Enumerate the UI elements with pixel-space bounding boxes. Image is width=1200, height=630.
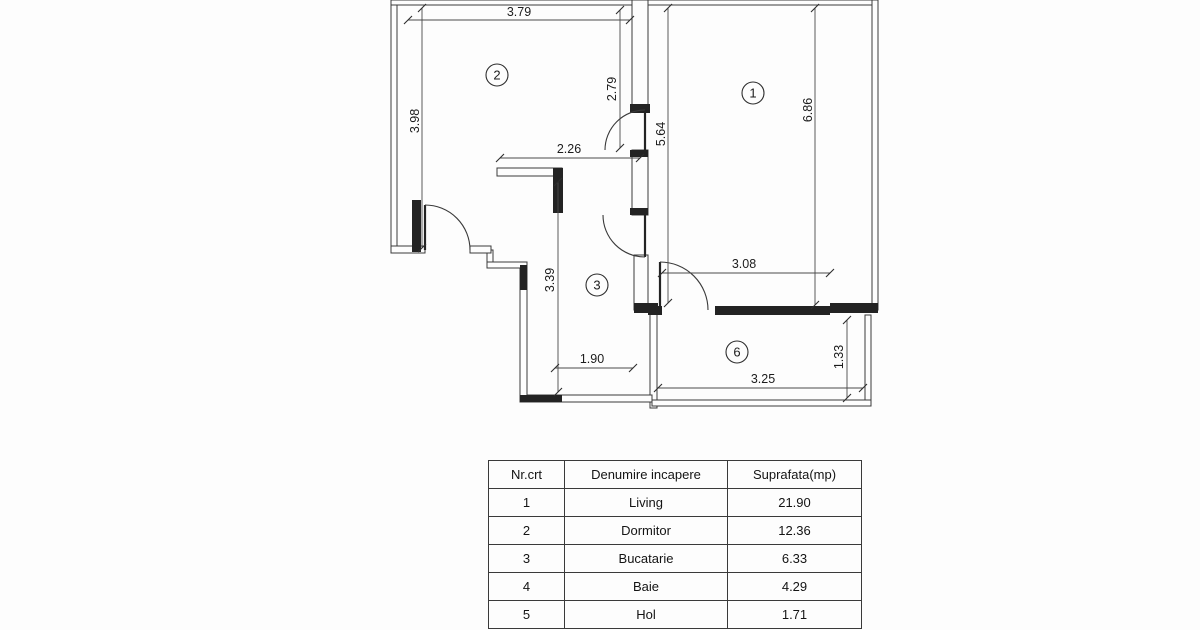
- cell-nr: 5: [488, 600, 565, 629]
- dim-label-room1-right: 6.86: [801, 98, 815, 122]
- cell-nr: 2: [488, 516, 565, 545]
- cell-area: 6.33: [727, 544, 862, 573]
- cell-area: 4.29: [727, 572, 862, 601]
- cell-area: 1.71: [727, 600, 862, 629]
- dim-label-room1-opening: 3.08: [732, 257, 756, 271]
- col-header-area: Suprafata(mp): [727, 460, 862, 489]
- dim-label-room2-top: 3.79: [507, 5, 531, 19]
- cell-name: Bucatarie: [564, 544, 728, 573]
- room-marker-1: 1: [741, 81, 765, 105]
- table-row: 2 Dormitor 12.36: [488, 516, 862, 545]
- dim-label-room2-right: 2.79: [605, 77, 619, 101]
- dim-label-hall-top: 2.26: [557, 142, 581, 156]
- dim-label-room3-bottom: 1.90: [580, 352, 604, 366]
- room-number-3: 3: [593, 278, 600, 293]
- walls: [390, 0, 879, 409]
- dim-label-room6-bottom: 3.25: [751, 372, 775, 386]
- table-row: 4 Baie 4.29: [488, 572, 862, 601]
- cell-name: Hol: [564, 600, 728, 629]
- room-number-1: 1: [749, 86, 756, 101]
- table-row: 3 Bucatarie 6.33: [488, 544, 862, 573]
- room-table: Nr.crt Denumire incapere Suprafata(mp) 1…: [488, 460, 862, 629]
- room-marker-3: 3: [585, 273, 609, 297]
- room-markers: 2 1 3 6: [485, 63, 765, 364]
- room-marker-6: 6: [725, 340, 749, 364]
- table-row: 5 Hol 1.71: [488, 600, 862, 629]
- table-row: 1 Living 21.90: [488, 488, 862, 517]
- room-marker-2: 2: [485, 63, 509, 87]
- cell-area: 21.90: [727, 488, 862, 517]
- dimension-labels: 3.79 3.98 2.79 2.26 5.64 6.86 3.08 3.39 …: [408, 5, 846, 386]
- cell-area: 12.36: [727, 516, 862, 545]
- cell-nr: 4: [488, 572, 565, 601]
- floor-plan: 3.79 3.98 2.79 2.26 5.64 6.86 3.08 3.39 …: [385, 0, 885, 430]
- table-header-row: Nr.crt Denumire incapere Suprafata(mp): [488, 460, 862, 489]
- dimension-lines: [403, 3, 868, 403]
- cell-name: Baie: [564, 572, 728, 601]
- cell-nr: 3: [488, 544, 565, 573]
- dim-label-room2-left: 3.98: [408, 109, 422, 133]
- door-arcs: [423, 109, 709, 311]
- dim-label-room6-right: 1.33: [832, 345, 846, 369]
- room-number-6: 6: [733, 345, 740, 360]
- cell-name: Living: [564, 488, 728, 517]
- col-header-nr: Nr.crt: [488, 460, 565, 489]
- cell-name: Dormitor: [564, 516, 728, 545]
- plan-svg: 3.79 3.98 2.79 2.26 5.64 6.86 3.08 3.39 …: [390, 0, 879, 409]
- room-number-2: 2: [493, 68, 500, 83]
- col-header-name: Denumire incapere: [564, 460, 728, 489]
- dim-label-room3-left: 3.39: [543, 268, 557, 292]
- dim-label-corridor: 5.64: [654, 122, 668, 146]
- cell-nr: 1: [488, 488, 565, 517]
